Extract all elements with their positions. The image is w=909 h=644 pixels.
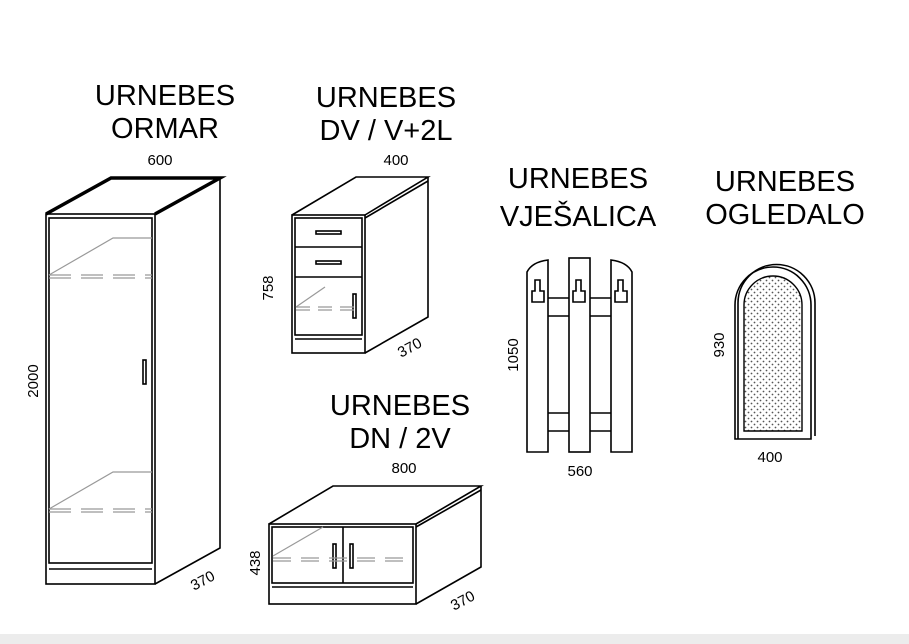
dn-depth-label: 370 bbox=[448, 588, 478, 615]
ogledalo-mirror: URNEBES OGLEDALO 930 400 bbox=[705, 166, 865, 466]
ogledalo-title-line2: OGLEDALO bbox=[705, 199, 865, 231]
dn-title-line2: DN / 2V bbox=[349, 423, 451, 455]
ormar-wardrobe: URNEBES ORMAR 600 2000 370 bbox=[25, 80, 235, 594]
vjesalica-title-line2: VJEŠALICA bbox=[500, 199, 657, 233]
dn-title-line1: URNEBES bbox=[330, 390, 470, 422]
ormar-width-label: 600 bbox=[147, 152, 172, 169]
bottom-strip bbox=[0, 634, 909, 644]
dv-title-line2: DV / V+2L bbox=[320, 115, 453, 147]
dn-height-label: 438 bbox=[247, 550, 264, 575]
dn-width-label: 800 bbox=[391, 460, 416, 477]
vjesalica-coat-rack: URNEBES VJEŠALICA 1050 560 bbox=[500, 163, 657, 480]
ormar-door-handle bbox=[142, 359, 147, 385]
ormar-depth-label: 370 bbox=[188, 568, 218, 595]
vjesalica-width-label: 560 bbox=[567, 463, 592, 480]
ormar-height-label: 2000 bbox=[25, 364, 42, 397]
vjesalica-height-label: 1050 bbox=[505, 338, 522, 371]
vjesalica-title-line1: URNEBES bbox=[508, 163, 648, 195]
ormar-title-line1: URNEBES bbox=[95, 80, 235, 112]
hook-icon bbox=[572, 279, 586, 303]
dv-width-label: 400 bbox=[383, 152, 408, 169]
dn-low-cabinet: URNEBES DN / 2V 800 438 370 bbox=[247, 390, 484, 615]
hook-icon bbox=[614, 279, 628, 303]
hook-icon bbox=[531, 279, 545, 303]
ogledalo-height-label: 930 bbox=[711, 332, 728, 357]
ogledalo-width-label: 400 bbox=[757, 449, 782, 466]
ormar-title-line2: ORMAR bbox=[111, 113, 219, 145]
dv-height-label: 758 bbox=[260, 275, 277, 300]
dv-drawer-unit: URNEBES DV / V+2L 400 758 370 bbox=[260, 82, 456, 361]
dv-title-line1: URNEBES bbox=[316, 82, 456, 114]
dv-depth-label: 370 bbox=[395, 335, 425, 362]
ogledalo-title-line1: URNEBES bbox=[715, 166, 855, 198]
